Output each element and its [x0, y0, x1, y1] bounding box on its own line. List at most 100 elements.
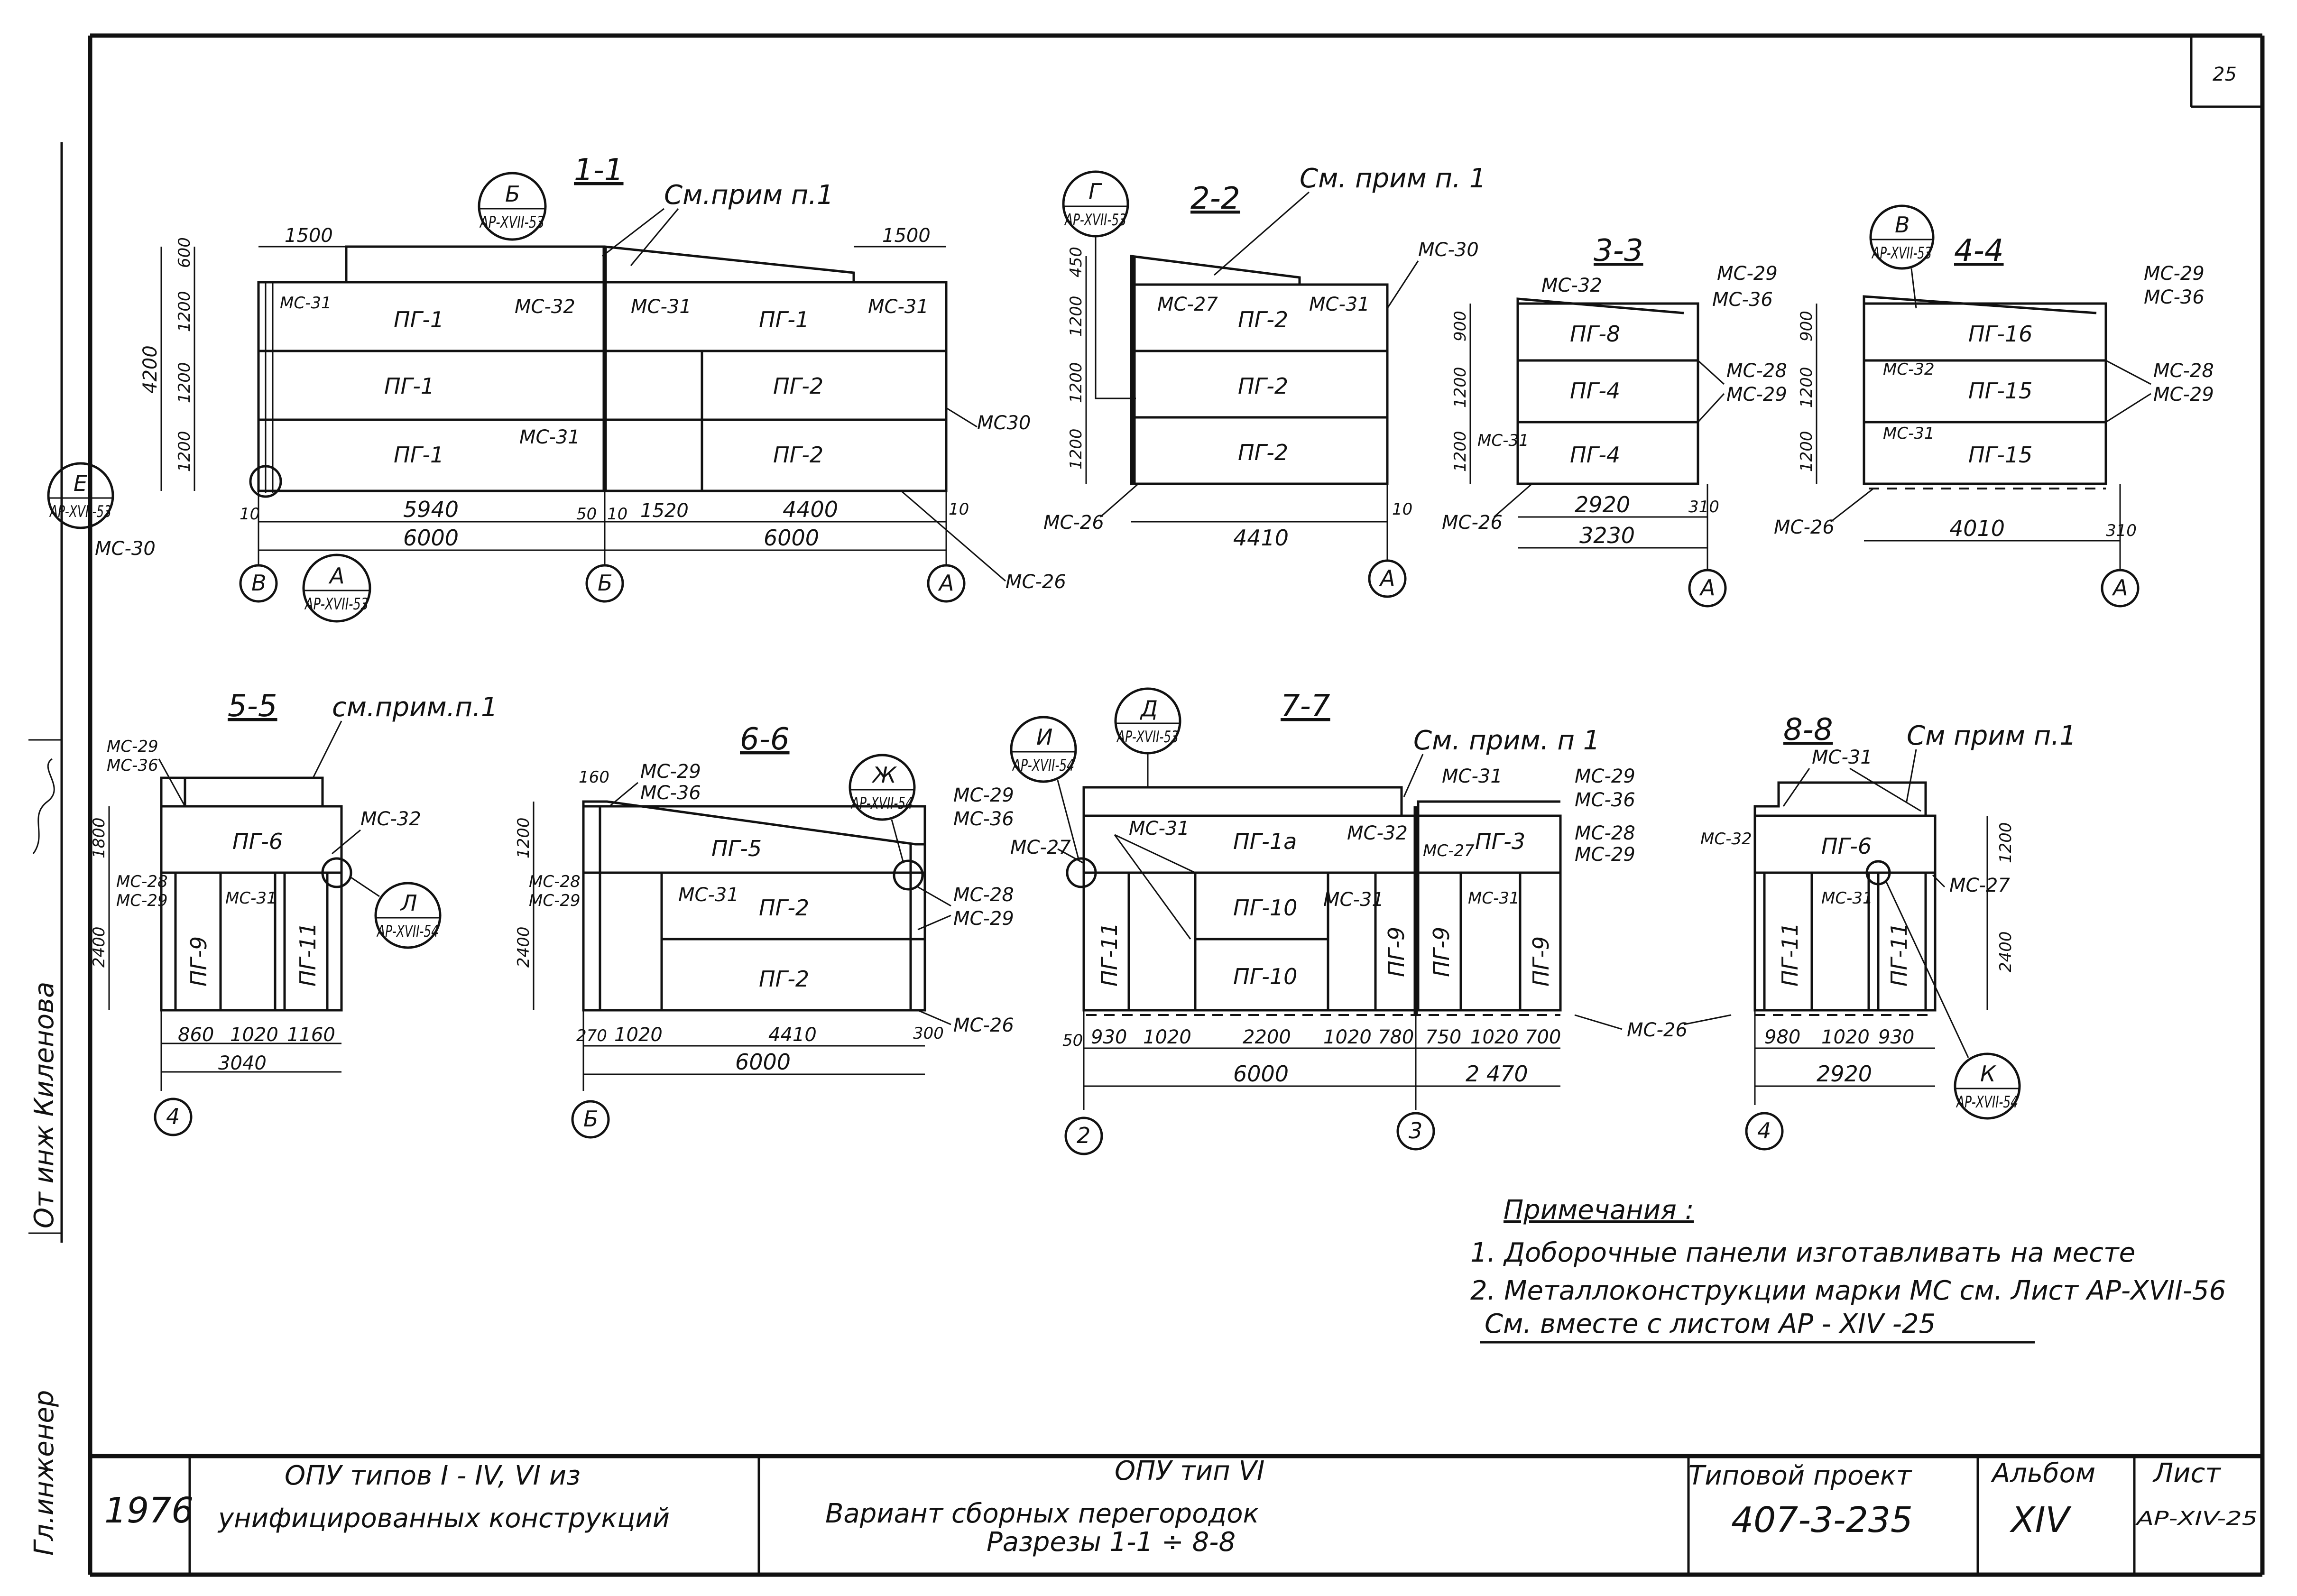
metal-mark: МС-31: [678, 884, 739, 906]
dim-label: 1200: [1797, 367, 1816, 408]
panel-label: ПГ-4: [1570, 378, 1620, 404]
axis-marker: [1745, 1112, 1784, 1151]
title-mid-line1: ОПУ тип VI: [1115, 1456, 1264, 1486]
axis-marker: [927, 564, 966, 603]
metal-mark: МС-31: [1468, 889, 1520, 908]
section-1-1-frame: [257, 281, 948, 492]
metal-mark: МС-29: [1575, 844, 1635, 866]
sheet-frame: 25: [88, 33, 2265, 1577]
metal-mark: МС-31: [225, 889, 277, 908]
axis-label: Б: [598, 570, 613, 596]
panel-label: ПГ-11: [1886, 923, 1912, 987]
metal-mark: МС-31: [1442, 766, 1503, 787]
project-number: 407-3-235: [1731, 1500, 1913, 1541]
callout-ref: АР-XVII-53: [1872, 244, 1932, 263]
panel-label: ПГ-6: [232, 829, 283, 854]
axis-label: А: [1379, 565, 1395, 591]
section-3-3: 3-3 ПГ-8 ПГ-4 ПГ-4 МС-32 МС-29 МС-36 МС-…: [1442, 233, 1787, 608]
panel-label: ПГ-2: [1238, 307, 1288, 332]
metal-mark: МС-29: [640, 761, 701, 783]
panel-label: ПГ-11: [1097, 923, 1122, 987]
dim-label: 1020: [1143, 1026, 1191, 1048]
dim-label: 1200: [175, 431, 194, 472]
dim-label: 860: [178, 1024, 214, 1046]
axis-marker: [571, 1100, 610, 1139]
metal-mark: МС-36: [640, 782, 701, 804]
note-together: См. вместе с листом АР - XIV -25: [1485, 1309, 1936, 1339]
section-title-3-3: 3-3: [1594, 233, 1643, 268]
title-mid-line3: Разрезы 1-1 ÷ 8-8: [987, 1527, 1236, 1558]
detail-marker: [1865, 860, 1891, 886]
section-note-1-1: См.прим п.1: [664, 180, 834, 211]
axis-label: А: [938, 570, 954, 596]
metal-mark: МС-29: [953, 908, 1014, 930]
panel-label: ПГ-16: [1968, 321, 2032, 347]
section-1-1: 1-1 См.прим п.1 ПГ-1 ПГ-1 ПГ-1 ПГ-1 ПГ-2…: [47, 153, 1066, 623]
dim-label: 4410: [1233, 525, 1289, 551]
dim-label: 1520: [640, 500, 689, 522]
section-7-7-right-frame: [1417, 814, 1562, 1012]
axis-label: А: [1699, 575, 1715, 600]
axis-marker: [1396, 1112, 1435, 1151]
dim-label: 930: [1091, 1026, 1127, 1048]
callout-ref: АР-XVII-54: [377, 922, 439, 941]
callout-letter: А: [328, 563, 344, 589]
callout-ref: АР-XVII-54: [1956, 1093, 2018, 1112]
dim-label: 2400: [1996, 931, 2015, 972]
dim-label: 4010: [1949, 516, 2005, 541]
dim-label: 2920: [1575, 492, 1630, 517]
dim-label: 10: [240, 505, 260, 524]
panel-label: ПГ-4: [1570, 442, 1620, 468]
axis-label: 3: [1409, 1118, 1422, 1144]
left-margin-scribble: [32, 758, 55, 854]
metal-mark: МС-29: [116, 891, 168, 910]
axis-label: 2: [1077, 1123, 1090, 1148]
axis-label: 4: [1757, 1118, 1771, 1144]
panel-label: ПГ-1: [384, 373, 434, 399]
section-title-5-5: 5-5: [228, 689, 277, 724]
section-title-6-6: 6-6: [740, 722, 790, 757]
dim-label: 1200: [1067, 428, 1086, 470]
metal-mark: МС-27: [1010, 837, 1071, 858]
panel-label: ПГ-11: [1777, 923, 1803, 987]
dim-label: 1500: [882, 225, 931, 247]
metal-mark: МС-31: [1883, 424, 1935, 443]
dim-label: 1200: [1451, 367, 1470, 408]
sheet-label: Лист: [2152, 1458, 2221, 1489]
metal-mark: МС-27: [1157, 294, 1218, 315]
section-title-4-4: 4-4: [1954, 233, 2004, 268]
metal-mark: МС-31: [868, 296, 929, 318]
callout-ref: АР-XVII-54: [1012, 756, 1074, 775]
metal-mark: МС-31: [1309, 294, 1370, 315]
title-left-line1: ОПУ типов I - IV, VI из: [285, 1460, 581, 1491]
dim-label: 310: [1688, 498, 1719, 517]
panel-label: ПГ-1: [759, 307, 809, 332]
dim-label: 6000: [764, 525, 819, 551]
callout-letter: Б: [505, 181, 520, 207]
dim-label: 1020: [1821, 1026, 1870, 1048]
left-margin-chief: Гл.инженер: [29, 1390, 60, 1556]
album-number: XIV: [2009, 1500, 2072, 1541]
metal-mark: МС-36: [2144, 286, 2205, 308]
metal-mark: МС-36: [953, 808, 1014, 830]
detail-marker: [321, 857, 352, 888]
axis-label: Б: [583, 1106, 599, 1132]
dim-label: 6000: [403, 525, 459, 551]
panel-label: ПГ-2: [773, 373, 823, 399]
metal-mark: МС-29: [953, 784, 1014, 806]
dim-label: 1200: [1797, 431, 1816, 472]
dim-label: 930: [1878, 1026, 1914, 1048]
section-note-5-5: см.прим.п.1: [332, 692, 498, 723]
dim-label: 6000: [735, 1049, 791, 1075]
section-4-4-frame: [1863, 302, 2107, 485]
panel-label: ПГ-15: [1968, 378, 2032, 404]
section-2-2-frame: [1130, 283, 1389, 485]
dim-label: 1020: [230, 1024, 278, 1046]
panel-label: ПГ-9: [1429, 927, 1454, 977]
callout-letter: Г: [1089, 179, 1102, 204]
metal-mark: МС-27: [1949, 875, 2010, 896]
callout-ref: АР-XVII-53: [304, 595, 369, 614]
callout-ref: АР-XVII-53: [49, 502, 111, 521]
section-note-7-7: См. прим. п 1: [1413, 725, 1600, 756]
